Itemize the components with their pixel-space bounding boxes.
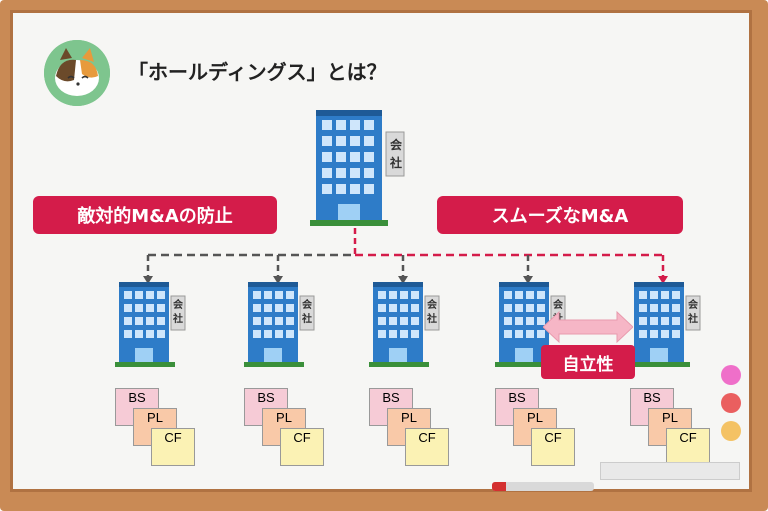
building-sign-char: 会 bbox=[688, 300, 698, 311]
building-icon bbox=[244, 282, 315, 367]
subsidiary-building: 会 社 bbox=[244, 282, 324, 372]
tag-independence: 自立性 bbox=[541, 345, 635, 379]
subsidiary-building: 会 社 bbox=[369, 282, 449, 372]
building-icon bbox=[630, 282, 701, 367]
building-sign-char: 会 bbox=[302, 300, 312, 311]
building-icon bbox=[310, 110, 405, 226]
double-arrow-icon bbox=[543, 310, 633, 344]
arrow-head bbox=[523, 276, 533, 284]
pink-dot bbox=[721, 365, 741, 385]
yellow-dot bbox=[721, 421, 741, 441]
arrow-head bbox=[658, 276, 668, 284]
building-sign-char: 会 bbox=[553, 300, 563, 311]
financial-statement-cf: CF bbox=[280, 428, 324, 466]
holding-company-building: 会 社 bbox=[310, 110, 410, 232]
building-icon bbox=[369, 282, 440, 367]
building-sign-char: 社 bbox=[302, 314, 312, 325]
building-sign-char: 社 bbox=[389, 156, 402, 170]
building-sign-char: 会 bbox=[389, 138, 402, 152]
tag-smooth-ma: スムーズなM&A bbox=[437, 196, 683, 234]
red-dot bbox=[721, 393, 741, 413]
marker-tray bbox=[600, 462, 740, 480]
cat-avatar-icon bbox=[44, 40, 110, 106]
arrow-head bbox=[143, 276, 153, 284]
building-sign-char: 会 bbox=[427, 300, 437, 311]
subsidiary-building: 会 社 bbox=[115, 282, 195, 372]
building-sign-char: 社 bbox=[173, 314, 183, 325]
building-sign-char: 社 bbox=[427, 314, 437, 325]
building-sign-char: 会 bbox=[173, 300, 183, 311]
marker-pen bbox=[492, 482, 594, 491]
tag-hostile-ma-prevention: 敵対的M&Aの防止 bbox=[33, 196, 277, 234]
financial-statement-cf: CF bbox=[531, 428, 575, 466]
financial-statement-cf: CF bbox=[405, 428, 449, 466]
building-icon bbox=[115, 282, 186, 367]
marker-tip bbox=[492, 482, 506, 491]
page-title: 「ホールディングス」とは？ bbox=[128, 60, 387, 84]
arrow-head bbox=[273, 276, 283, 284]
financial-statement-cf: CF bbox=[666, 428, 710, 466]
subsidiary-building: 会 社 bbox=[630, 282, 710, 372]
cat-face-icon bbox=[44, 40, 110, 106]
arrow-head bbox=[398, 276, 408, 284]
building-sign-char: 社 bbox=[688, 314, 698, 325]
financial-statement-cf: CF bbox=[151, 428, 195, 466]
